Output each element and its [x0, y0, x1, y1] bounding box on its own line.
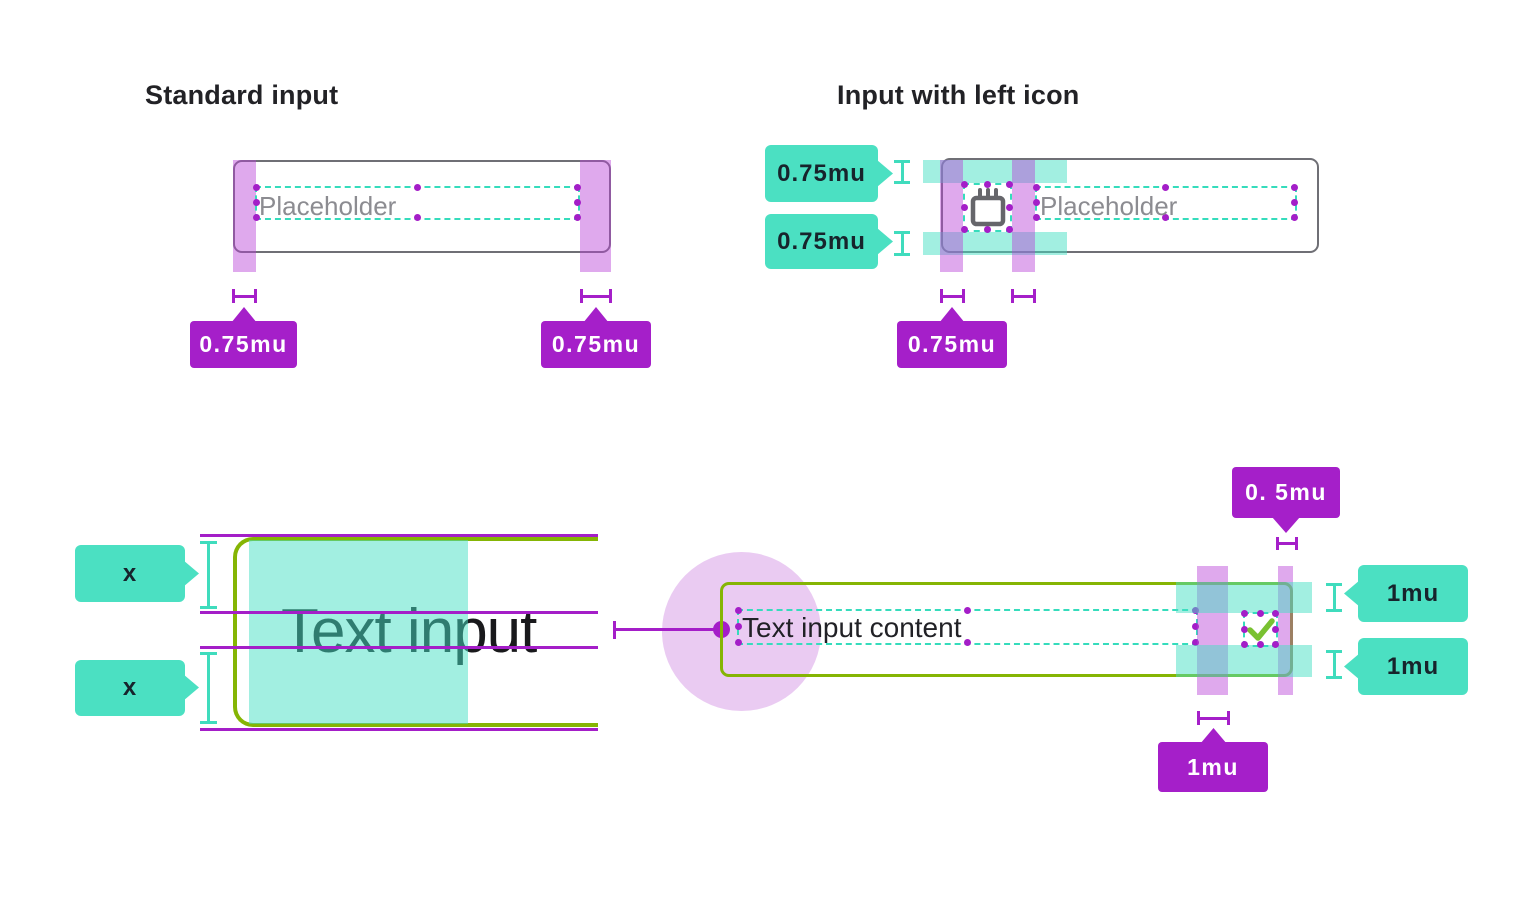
icon-right-gap-overlay [1012, 160, 1035, 272]
anchor-dot [1291, 214, 1298, 221]
anchor-dot [1192, 639, 1199, 646]
anchor-dot [1291, 199, 1298, 206]
anchor-dot [1241, 625, 1248, 633]
anchor-dot [735, 607, 742, 614]
anchor-dot [735, 623, 742, 630]
anchor-dot [574, 199, 581, 206]
text-icon-gap-tooltip: 1mu [1158, 742, 1268, 792]
anchor-dot [253, 214, 260, 221]
zoom-bottom-gap-tooltip: x [75, 660, 185, 716]
width-measure-icon [1011, 289, 1036, 303]
connector-end-tick [613, 621, 616, 639]
baseline-line [200, 646, 598, 649]
content-input-field[interactable] [720, 582, 1293, 677]
height-measure-icon [200, 541, 217, 609]
icon-bottom-gap-tooltip: 0.75mu [765, 214, 878, 269]
icon-right-gap-tooltip: 0. 5mu [1232, 467, 1340, 518]
height-measure-icon [200, 652, 217, 724]
anchor-dot [1006, 181, 1013, 188]
anchor-dot [1256, 610, 1264, 617]
check-icon-bounds [1241, 610, 1279, 648]
anchor-dot [1006, 226, 1013, 233]
zoom-highlight-overlay [249, 540, 468, 724]
anchor-dot [983, 226, 991, 233]
x-height-line [200, 611, 598, 614]
icon-top-gap-tooltip: 0.75mu [765, 145, 878, 202]
height-measure-icon [894, 160, 910, 184]
anchor-dot [1256, 641, 1264, 648]
anchor-dot [961, 203, 968, 211]
standard-input-field[interactable] [233, 160, 611, 253]
anchor-dot [574, 214, 581, 221]
anchor-dot [983, 181, 991, 188]
anchor-dot [1241, 610, 1248, 617]
width-measure-icon [940, 289, 965, 303]
anchor-dot [1033, 199, 1040, 206]
zoom-top-gap-tooltip: x [75, 545, 185, 602]
anchor-dot [1272, 625, 1279, 633]
left-icon-text-bounds [1033, 184, 1298, 221]
content-bottom-gap-overlay [1176, 645, 1312, 677]
content-top-gap-overlay [1176, 582, 1312, 613]
tooltip-arrow [877, 160, 893, 187]
anchor-dot [574, 184, 581, 191]
anchor-dot [1033, 214, 1040, 221]
bottom-bound-line [200, 728, 598, 731]
anchor-dot [253, 199, 260, 206]
anchor-dot [1272, 641, 1279, 648]
icon-bounds [961, 181, 1013, 233]
standard-right-gap-tooltip: 0.75mu [541, 321, 651, 368]
content-input-text: Text input content [742, 612, 962, 643]
height-measure-icon [1326, 583, 1342, 612]
content-bottom-gap-tooltip: 1mu [1358, 638, 1468, 695]
anchor-dot [1241, 641, 1248, 648]
height-measure-icon [894, 231, 910, 256]
anchor-dot [253, 184, 260, 191]
width-measure-icon [232, 289, 257, 303]
top-bound-line [200, 534, 598, 537]
width-measure-icon [1276, 537, 1298, 550]
left-icon-placeholder-text: Placeholder [1040, 191, 1178, 221]
tooltip-arrow [877, 228, 893, 255]
standard-text-bounds [253, 184, 581, 221]
anchor-dot [963, 639, 971, 646]
anchor-dot [961, 226, 968, 233]
anchor-dot [1033, 184, 1040, 191]
tooltip-arrow [183, 560, 199, 587]
left-icon-input-field[interactable] [941, 158, 1319, 253]
anchor-dot [413, 214, 421, 221]
tooltip-arrow [1272, 517, 1300, 533]
standard-left-padding-overlay [233, 160, 256, 272]
anchor-dot [1162, 214, 1169, 221]
anchor-dot [735, 639, 742, 646]
connector-line [615, 628, 721, 631]
left-icon-input-title: Input with left icon [837, 80, 1080, 110]
icon-bottom-gap-overlay [923, 232, 1067, 255]
width-measure-icon [580, 289, 612, 303]
width-measure-icon [1197, 711, 1230, 725]
icon-gap-tooltip: 0.75mu [897, 321, 1007, 368]
content-top-gap-tooltip: 1mu [1358, 565, 1468, 622]
checkmark-icon [1247, 618, 1275, 641]
standard-input-title: Standard input [145, 80, 339, 110]
calendar-icon [970, 188, 1006, 227]
tooltip-arrow [183, 674, 199, 701]
zoom-input-outline [233, 537, 598, 727]
anchor-dot [1291, 184, 1298, 191]
anchor-dot [413, 184, 421, 191]
standard-left-gap-tooltip: 0.75mu [190, 321, 297, 368]
anchor-dot [1006, 203, 1013, 211]
anchor-dot [1192, 623, 1199, 630]
standard-placeholder-text: Placeholder [259, 191, 397, 221]
standard-right-padding-overlay [580, 160, 611, 272]
height-measure-icon [1326, 650, 1342, 679]
loupe-circle [662, 552, 821, 711]
anchor-dot [963, 607, 971, 614]
anchor-dot [1162, 184, 1169, 191]
anchor-dot [961, 181, 968, 188]
icon-top-gap-overlay [923, 160, 1067, 183]
anchor-dot [1272, 610, 1279, 617]
icon-left-gap-overlay [940, 160, 963, 272]
